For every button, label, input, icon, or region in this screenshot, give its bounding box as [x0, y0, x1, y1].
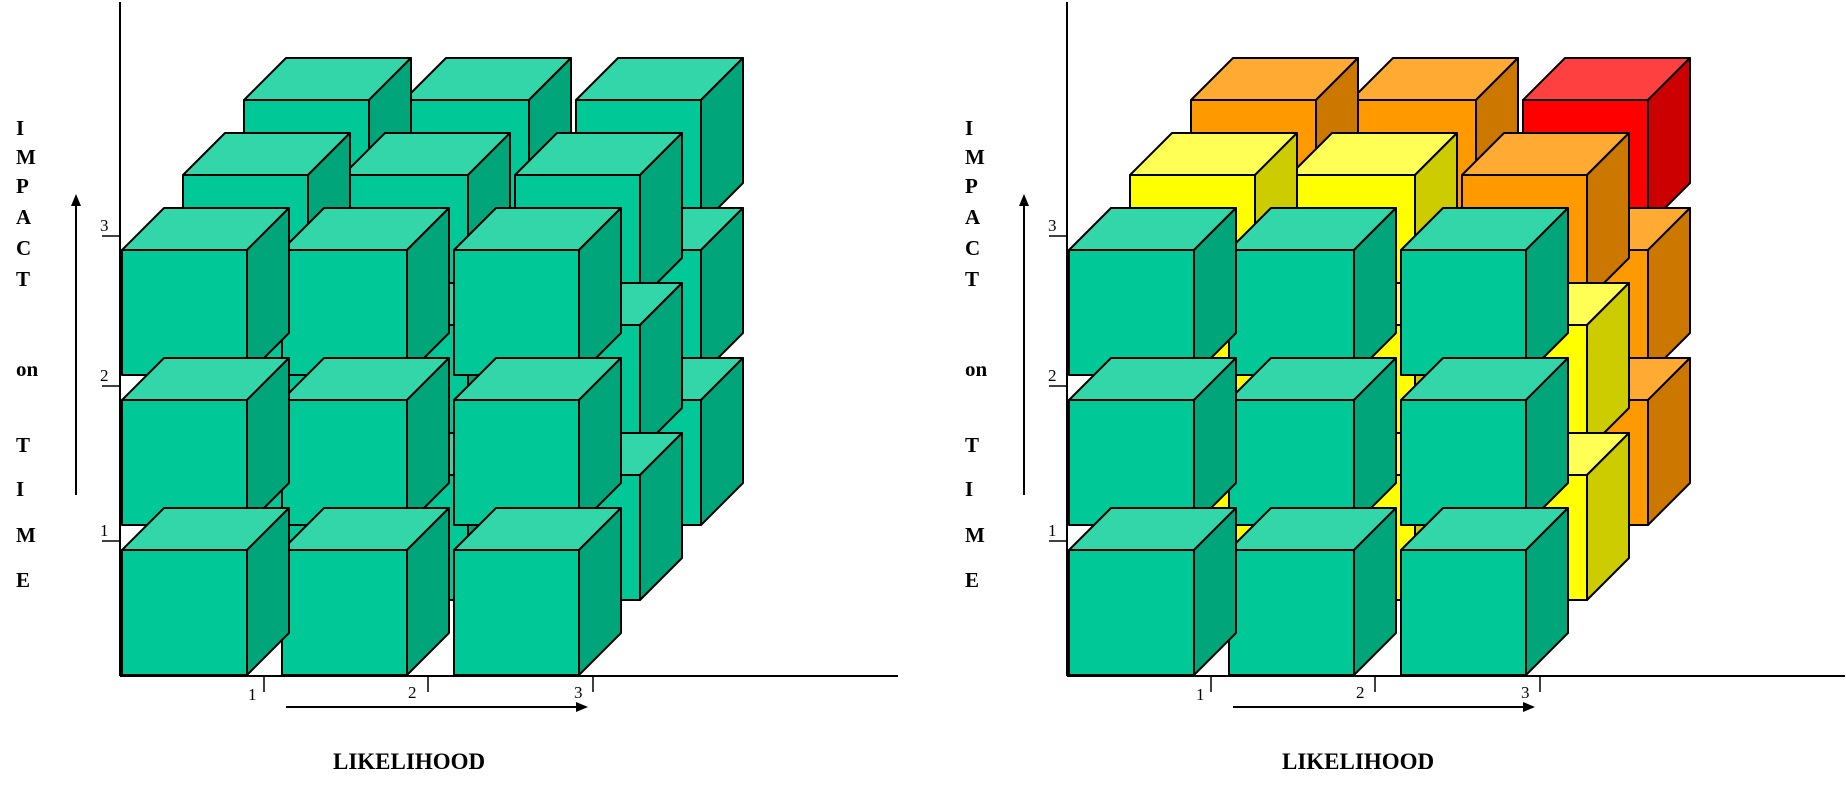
y-title-letter: A	[16, 205, 32, 229]
risk-cube-L2-r2-c0	[121, 507, 290, 676]
cube-front-face	[1228, 399, 1355, 526]
risk-cube-L2-r1-c2	[453, 357, 622, 526]
x-tick-label-2: 2	[1356, 683, 1365, 702]
risk-cube-L2-r1-c2	[1400, 357, 1569, 526]
y-title-letter: M	[16, 523, 36, 547]
y-title-letter: I	[965, 477, 973, 501]
y-title-letter: E	[965, 568, 979, 592]
risk-cube-L2-r0-c2	[1400, 207, 1569, 376]
diagram-right: 3 2 1 1 2 3 I M P A C T on T I M E LIKEL…	[965, 2, 1845, 774]
risk-cube-L2-r2-c1	[281, 507, 450, 676]
axes-left: 3 2 1 1 2 3	[71, 2, 898, 712]
axes-right: 3 2 1 1 2 3	[1019, 2, 1845, 712]
cube-front-face	[121, 249, 248, 376]
y-title-letter: P	[965, 174, 978, 198]
risk-cube-L2-r0-c1	[281, 207, 450, 376]
y-title-letter: I	[16, 116, 24, 140]
cube-front-face	[1400, 549, 1527, 676]
y-title-letter: A	[965, 205, 981, 229]
y-tick-label-2: 2	[100, 366, 109, 385]
y-tick-label-3: 3	[1048, 216, 1057, 235]
risk-cube-L2-r0-c1	[1228, 207, 1397, 376]
x-axis-title-left: LIKELIHOOD	[333, 749, 485, 774]
risk-cube-L2-r2-c2	[1400, 507, 1569, 676]
risk-cube-L2-r1-c0	[121, 357, 290, 526]
y-title-letter: P	[16, 174, 29, 198]
risk-cube-L2-r1-c0	[1068, 357, 1237, 526]
risk-cube-L2-r1-c1	[281, 357, 450, 526]
y-tick-label-2: 2	[1048, 366, 1057, 385]
x-tick-label-2: 2	[408, 683, 417, 702]
y-title-letter: M	[965, 523, 985, 547]
cube-grid-left	[121, 57, 744, 676]
risk-cube-L2-r2-c2	[453, 507, 622, 676]
y-title-letter: I	[965, 116, 973, 140]
y-title-letter: E	[16, 568, 30, 592]
cube-front-face	[281, 549, 408, 676]
y-title-letter: T	[965, 433, 979, 457]
cube-front-face	[1068, 549, 1195, 676]
y-title-letter: T	[16, 267, 30, 291]
y-tick-label-1: 1	[1048, 521, 1057, 540]
cube-front-face	[121, 399, 248, 526]
risk-cube-L2-r0-c0	[121, 207, 290, 376]
cube-front-face	[453, 549, 580, 676]
risk-cube-L2-r2-c1	[1228, 507, 1397, 676]
cube-grid-right	[1068, 57, 1691, 676]
cube-front-face	[453, 399, 580, 526]
y-title-letter: I	[16, 477, 24, 501]
y-tick-label-1: 1	[100, 521, 109, 540]
x-tick-label-3: 3	[1521, 683, 1530, 702]
cube-front-face	[453, 249, 580, 376]
x-axis-title-right: LIKELIHOOD	[1282, 749, 1434, 774]
cube-front-face	[1228, 249, 1355, 376]
cube-front-face	[281, 399, 408, 526]
x-tick-label-3: 3	[574, 683, 583, 702]
x-tick-label-1: 1	[248, 685, 257, 704]
y-title-letter: M	[16, 145, 36, 169]
cube-front-face	[1228, 549, 1355, 676]
y-title-letter: T	[16, 433, 30, 457]
risk-cube-L2-r2-c0	[1068, 507, 1237, 676]
y-title-word: on	[16, 357, 39, 381]
cube-front-face	[1068, 399, 1195, 526]
y-axis-title-left: I M P A C T on T I M E	[16, 116, 39, 592]
y-axis-title-right: I M P A C T on T I M E	[965, 116, 988, 592]
cube-front-face	[1400, 399, 1527, 526]
y-tick-label-3: 3	[100, 216, 109, 235]
y-title-letter: C	[16, 236, 31, 260]
y-title-letter: M	[965, 145, 985, 169]
cube-front-face	[1400, 249, 1527, 376]
y-title-word: on	[965, 357, 988, 381]
risk-cube-L2-r0-c2	[453, 207, 622, 376]
risk-cube-L2-r0-c0	[1068, 207, 1237, 376]
risk-cube-L2-r1-c1	[1228, 357, 1397, 526]
y-title-letter: C	[965, 236, 980, 260]
x-tick-label-1: 1	[1196, 685, 1205, 704]
cube-front-face	[281, 249, 408, 376]
cube-front-face	[121, 549, 248, 676]
cube-front-face	[1068, 249, 1195, 376]
diagram-left: 3 2 1 1 2 3 I M P A C T on T I M E LIKEL…	[16, 2, 898, 774]
y-title-letter: T	[965, 267, 979, 291]
